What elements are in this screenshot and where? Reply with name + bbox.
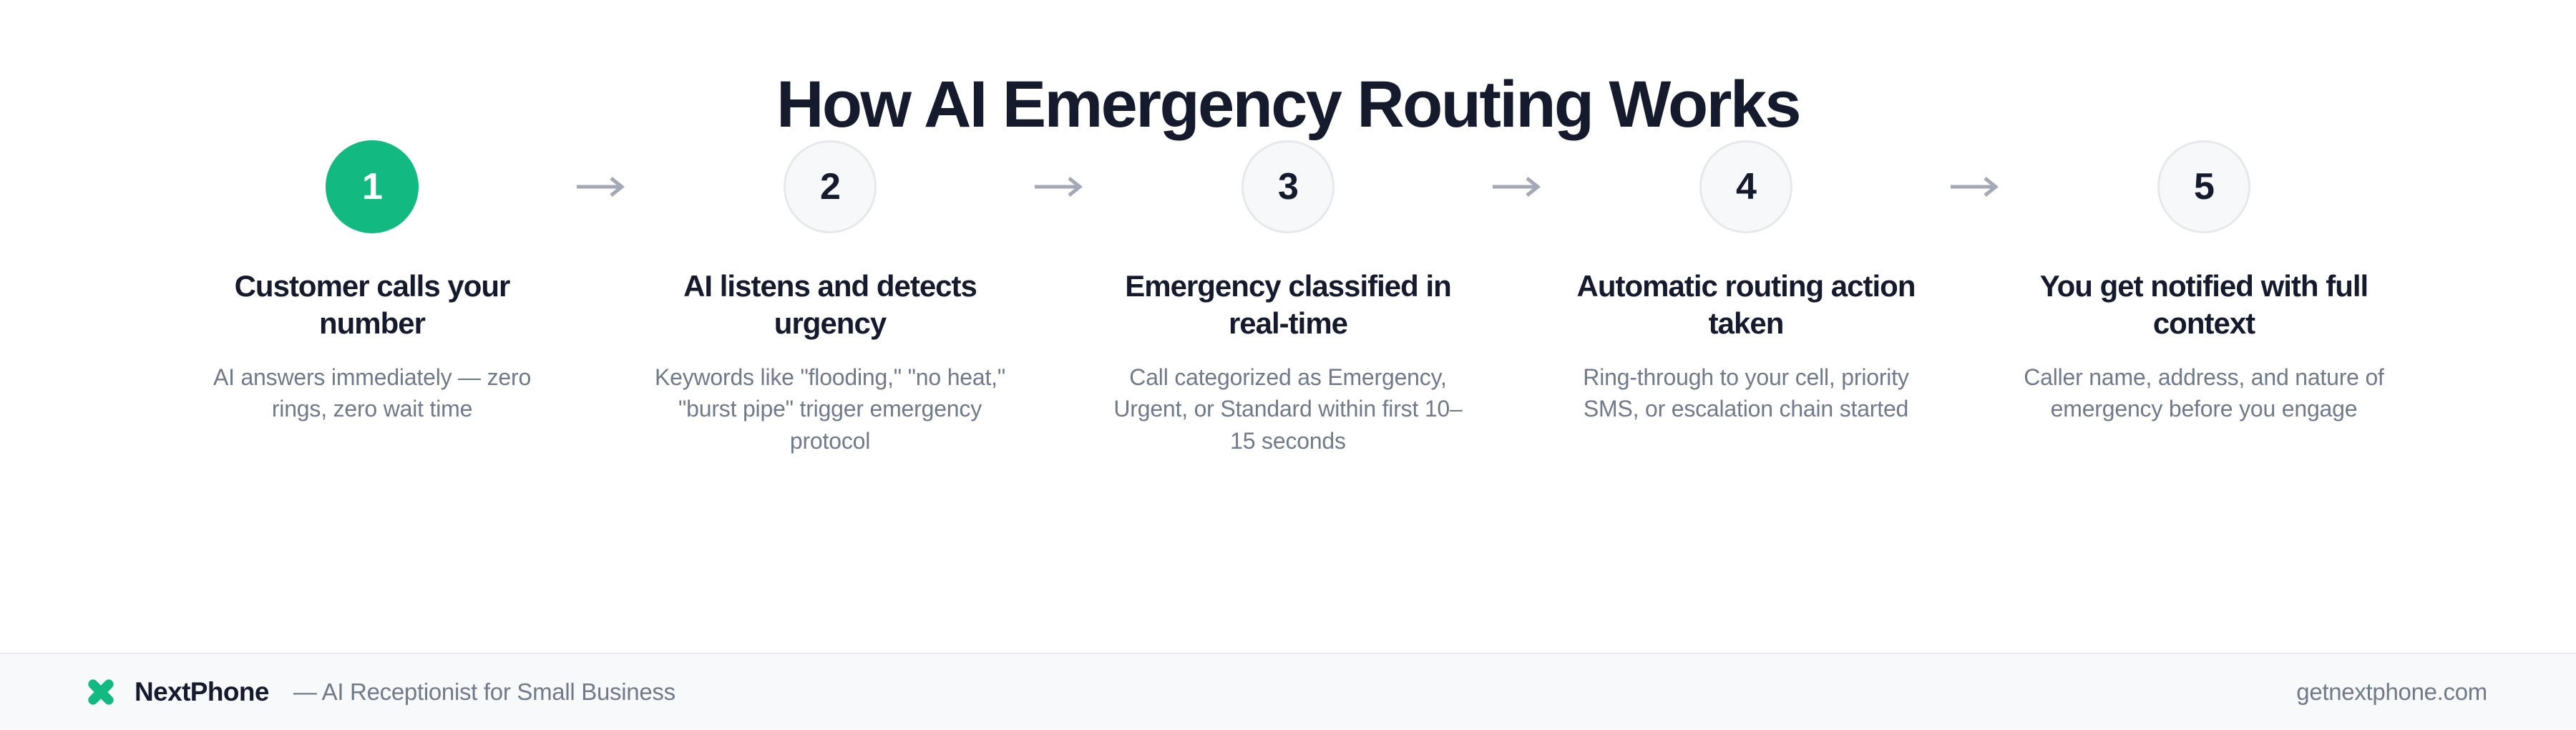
steps-region: 1 Customer calls your number AI answers … [0,140,2576,653]
step-description-3: Call categorized as Emergency, Urgent, o… [1113,364,1463,454]
step-heading-4: Automatic routing action taken [1576,268,1916,341]
footer-branding: NextPhone — AI Receptionist for Small Bu… [86,677,675,707]
step-number-2: 2 [820,165,841,208]
process-step-1: 1 Customer calls your number AI answers … [182,140,562,425]
step-heading-3: Emergency classified in real-time [1125,268,1452,341]
arrow-right-icon [1943,140,2007,233]
step-number-5: 5 [2194,165,2215,208]
process-step-2: 2 AI listens and detects urgency Keyword… [640,140,1020,457]
step-number-badge-1: 1 [326,140,419,233]
step-description-5: Caller name, address, and nature of emer… [2024,364,2384,422]
step-number-4: 4 [1736,165,1757,208]
arrow-right-icon [1027,140,1091,233]
brand-name: NextPhone [135,677,269,706]
step-number-badge-5: 5 [2157,140,2250,233]
step-heading-2: AI listens and detects urgency [683,268,977,341]
brand-tagline: — AI Receptionist for Small Business [293,678,675,705]
step-description-2: Keywords like "flooding," "no heat," "bu… [654,364,1006,454]
step-number-badge-2: 2 [784,140,877,233]
step-number-3: 3 [1278,165,1299,208]
page-title: How AI Emergency Routing Works [776,68,1802,141]
process-step-4: 4 Automatic routing action taken Ring-th… [1556,140,1936,425]
step-number-badge-4: 4 [1699,140,1792,233]
arrow-right-icon [569,140,633,233]
step-number-badge-3: 3 [1241,140,1335,233]
step-heading-1: Customer calls your number [234,268,511,341]
footer-website-url: getnextphone.com [2296,678,2487,705]
process-step-5: 5 You get notified with full context Cal… [2014,140,2394,425]
arrow-right-icon [1485,140,1549,233]
step-description-4: Ring-through to your cell, priority SMS,… [1583,364,1909,422]
process-steps-row: 1 Customer calls your number AI answers … [182,140,2394,457]
title-block: How AI Emergency Routing Works [0,0,2576,140]
step-heading-5: You get notified with full context [2039,268,2368,341]
step-description-1: AI answers immediately — zero rings, zer… [213,364,532,422]
nextphone-x-logo-icon [88,679,114,705]
footer-bar: NextPhone — AI Receptionist for Small Bu… [0,653,2576,730]
process-step-3: 3 Emergency classified in real-time Call… [1098,140,1478,457]
step-number-1: 1 [362,165,383,208]
